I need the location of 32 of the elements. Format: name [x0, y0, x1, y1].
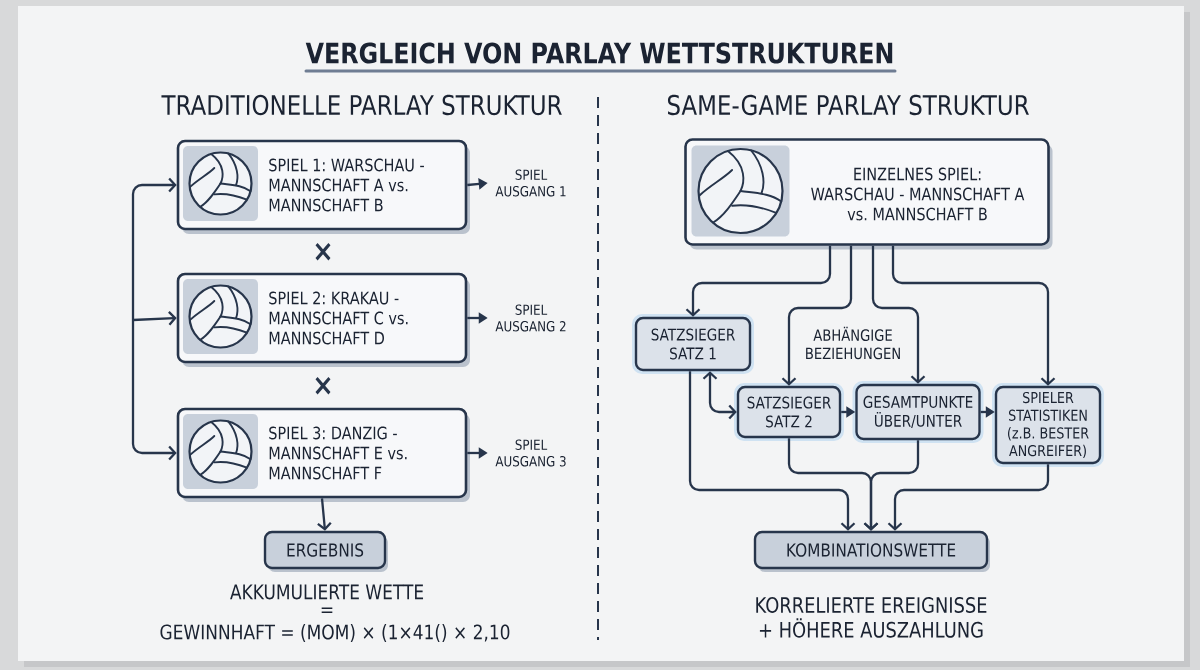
- section-heading: TRADITIONELLE PARLAY STRUKTUR: [161, 94, 562, 116]
- section-heading: SAME-GAME PARLAY STRUKTUR: [667, 94, 1029, 116]
- outcome-label: SPIEL AUSGANG 3: [495, 439, 566, 467]
- result-box: ERGEBNIS: [263, 530, 388, 572]
- bet-box: SPIELER STATISTIKEN (z.B. BESTER ANGREIFER): [992, 383, 1104, 467]
- caption-text: + HÖHERE AUSZAHLUNG: [759, 618, 983, 638]
- multiply-sign: ×: [315, 242, 331, 261]
- arrow: [131, 320, 177, 461]
- equals-sign: =: [321, 607, 333, 614]
- arrow: [131, 177, 177, 320]
- caption-text: AKKUMULIERTE WETTE: [230, 584, 423, 600]
- arrow: [871, 245, 926, 384]
- arrow: [317, 498, 332, 531]
- outcome-label: SPIEL AUSGANG 1: [495, 169, 566, 197]
- formula-text: GEWINNHAFT = (MOM) × (1×41() × 2,10: [160, 624, 510, 642]
- arrow: [891, 245, 1056, 386]
- result-box: KOMBINATIONSWETTE: [753, 530, 990, 572]
- caption-text: KORRELIERTE EREIGNISSE: [756, 597, 987, 613]
- arrow: [887, 464, 1050, 531]
- arrow: [781, 245, 853, 386]
- arrow: [685, 245, 832, 317]
- arrow: [702, 371, 737, 420]
- arrow: [132, 311, 177, 326]
- bet-box: GESAMTPUNKTE ÜBER/UNTER: [852, 381, 984, 443]
- annotation-text: ABHÄNGIGE BEZIEHUNGEN: [806, 326, 900, 360]
- bet-box: SATZSIEGER SATZ 1: [632, 314, 754, 374]
- bet-box: SATZSIEGER SATZ 2: [734, 383, 844, 441]
- arrow: [688, 371, 856, 531]
- outcome-label: SPIEL AUSGANG 2: [495, 304, 566, 332]
- multiply-sign: ×: [315, 376, 331, 395]
- title: VERGLEICH VON PARLAY WETTSTRUKTUREN: [305, 42, 893, 64]
- arrow: [863, 440, 920, 531]
